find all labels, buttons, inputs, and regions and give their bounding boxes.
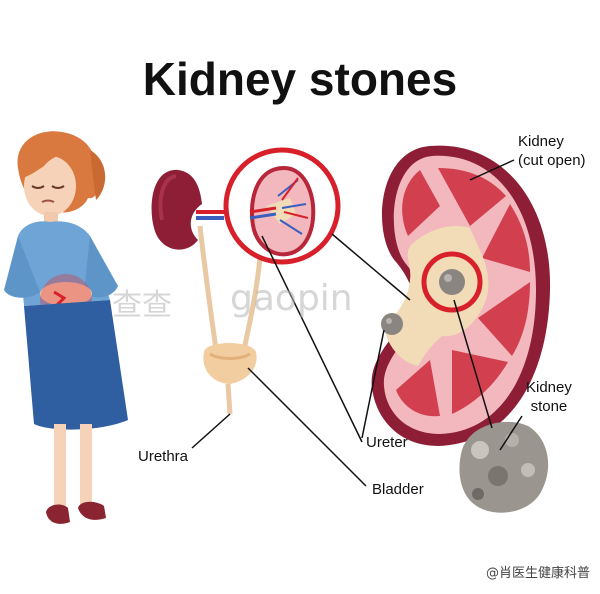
watermark-right: gaopin bbox=[230, 278, 353, 319]
leader-lines bbox=[191, 159, 523, 487]
stone-label-line1: Kidney bbox=[526, 379, 572, 396]
woman-illustration bbox=[4, 131, 128, 524]
bladder-label: Bladder bbox=[372, 481, 424, 498]
watermark-left: 查查 bbox=[112, 288, 172, 323]
kidney-stone-closeup bbox=[459, 421, 549, 513]
magnifier-circle bbox=[223, 147, 341, 265]
kidney-label-line2: (cut open) bbox=[518, 152, 586, 169]
stone-label-line2: stone bbox=[530, 398, 568, 415]
page-title: Kidney stones bbox=[142, 53, 458, 105]
ureter-label: Ureter bbox=[366, 434, 408, 451]
kidney-label-line1: Kidney bbox=[518, 133, 564, 150]
credit-text: @肖医生健康科普 bbox=[485, 566, 590, 581]
urethra-label: Urethra bbox=[138, 448, 189, 465]
large-kidney-cross-section bbox=[371, 145, 551, 446]
kidney-label: Kidney (cut open) bbox=[518, 132, 586, 170]
stone-label: Kidney stone bbox=[526, 378, 572, 416]
